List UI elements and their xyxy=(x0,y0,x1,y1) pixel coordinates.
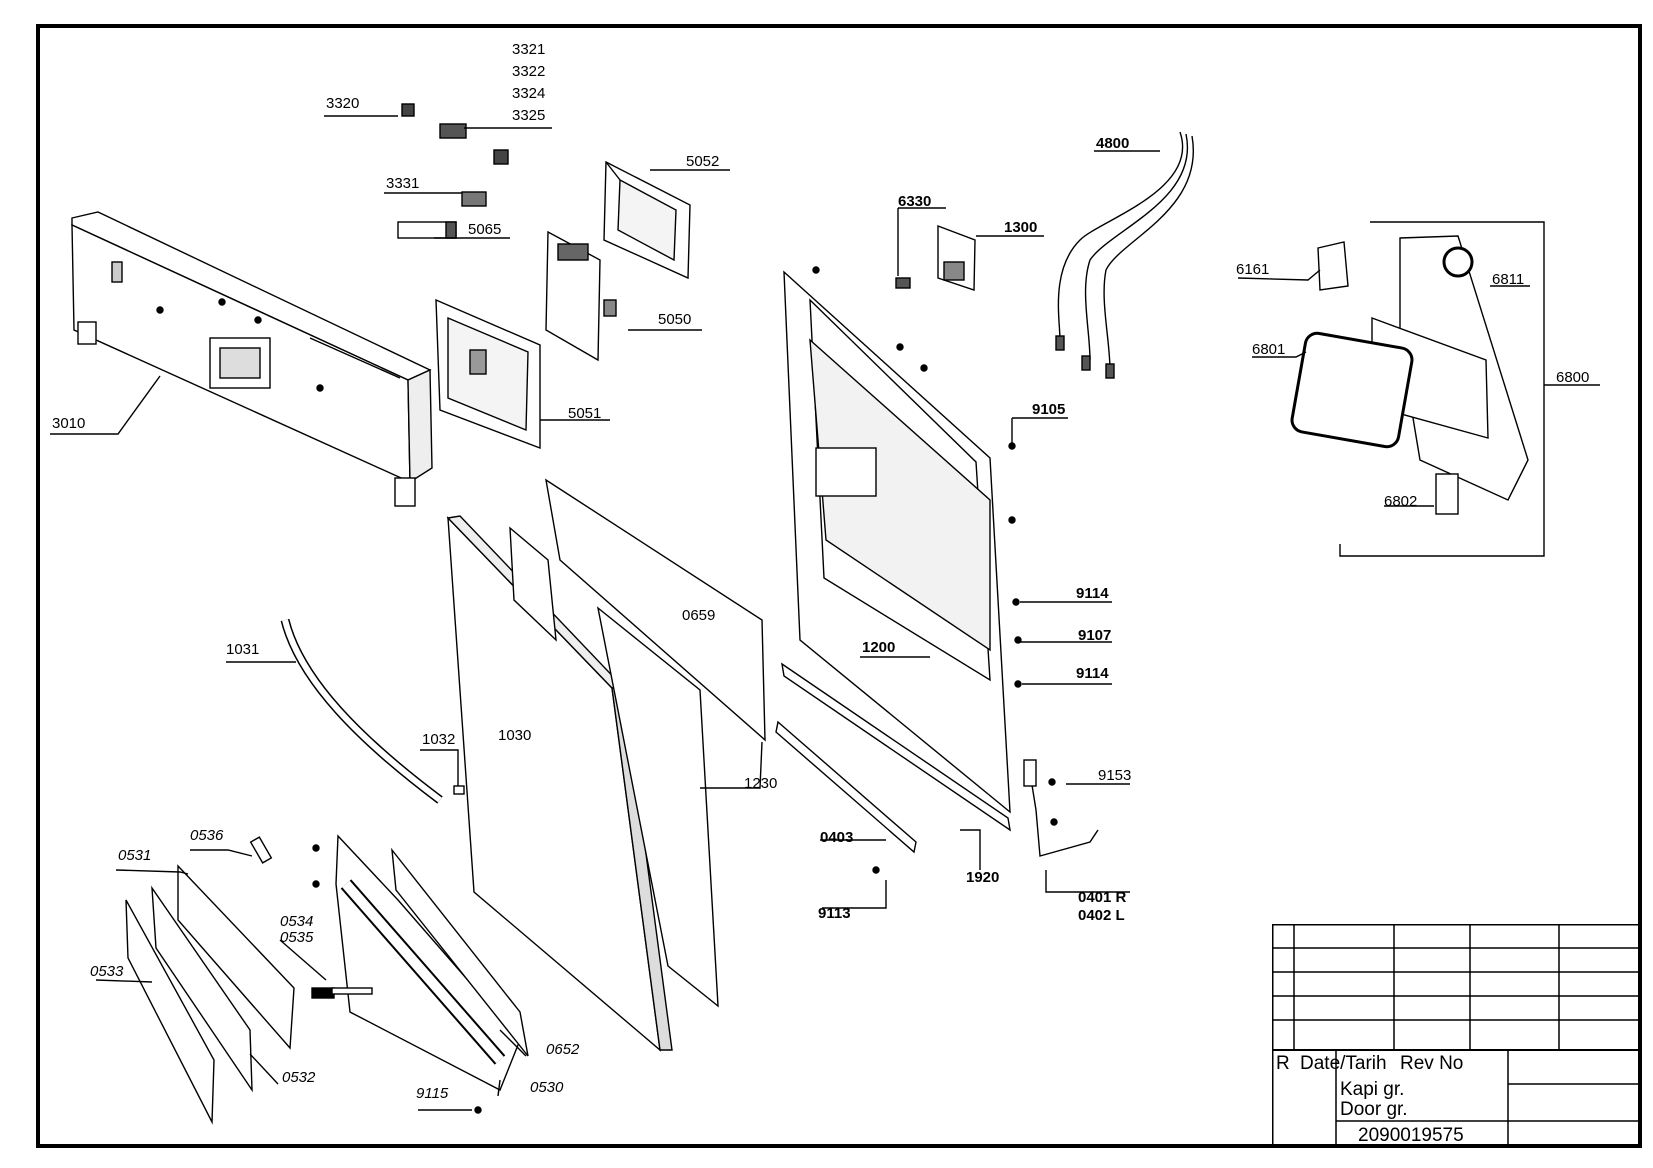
bracket-5052 xyxy=(603,160,691,280)
label-0536: 0536 xyxy=(190,827,224,844)
lower-trim-parts xyxy=(125,834,529,1125)
switch-parts xyxy=(397,103,509,239)
label-3010: 3010 xyxy=(52,415,86,432)
label-9114-upper: 9114 xyxy=(1076,585,1109,602)
title-block-number: 2090019575 xyxy=(1358,1125,1464,1146)
inner-door-1200 xyxy=(783,270,1011,814)
label-1030: 1030 xyxy=(498,727,532,744)
title-block-name-tr: Kapi gr. xyxy=(1340,1079,1405,1100)
label-3320: 3320 xyxy=(326,95,360,112)
title-block-date-label: Date/Tarih xyxy=(1300,1053,1387,1074)
hinge-0401-0402 xyxy=(1023,759,1099,857)
label-1920: 1920 xyxy=(966,869,1000,886)
label-6801: 6801 xyxy=(1252,341,1286,358)
label-3322: 3322 xyxy=(512,63,546,80)
label-1032: 1032 xyxy=(422,731,456,748)
label-3331: 3331 xyxy=(386,175,420,192)
board-holder-5051 xyxy=(435,298,541,450)
label-6811: 6811 xyxy=(1492,271,1525,288)
label-0531: 0531 xyxy=(118,847,152,864)
title-block-name-en: Door gr. xyxy=(1340,1099,1408,1120)
label-0534: 0534 xyxy=(280,913,314,930)
label-0535: 0535 xyxy=(280,929,314,946)
label-6802: 6802 xyxy=(1384,493,1418,510)
control-panel-3010 xyxy=(71,211,433,507)
drawing-border xyxy=(36,24,1642,1148)
label-3321: 3321 xyxy=(512,41,546,58)
label-6330: 6330 xyxy=(898,193,932,210)
label-6161: 6161 xyxy=(1236,261,1270,278)
electronic-board-5050 xyxy=(545,230,617,362)
screws[interactable] xyxy=(312,266,1058,1114)
strips-0403-1920 xyxy=(775,662,1011,854)
inner-panel-1230 xyxy=(509,526,719,1008)
label-9113: 9113 xyxy=(818,905,851,922)
label-5050: 5050 xyxy=(658,311,692,328)
label-1200: 1200 xyxy=(862,639,896,656)
label-0530: 0530 xyxy=(530,1079,564,1096)
label-0533: 0533 xyxy=(90,963,124,980)
hose-1031 xyxy=(280,618,465,804)
label-9114-lower: 9114 xyxy=(1076,665,1109,682)
cable-harness-4800 xyxy=(1055,131,1195,379)
label-1031: 1031 xyxy=(226,641,260,658)
label-1300: 1300 xyxy=(1004,219,1038,236)
label-0652: 0652 xyxy=(546,1041,580,1058)
label-3325: 3325 xyxy=(512,107,546,124)
label-9153: 9153 xyxy=(1098,767,1132,784)
label-3324: 3324 xyxy=(512,85,546,102)
label-9107: 9107 xyxy=(1078,627,1112,644)
label-1230: 1230 xyxy=(744,775,778,792)
label-0402-l: 0402 L xyxy=(1078,907,1125,924)
label-9105: 9105 xyxy=(1032,401,1066,418)
label-0403: 0403 xyxy=(820,829,854,846)
label-9115: 9115 xyxy=(416,1085,449,1102)
label-0401-r: 0401 R xyxy=(1078,889,1127,906)
label-6800: 6800 xyxy=(1556,369,1590,386)
lock-parts-6330-1300 xyxy=(895,224,976,291)
label-0659: 0659 xyxy=(682,607,716,624)
title-block-grid xyxy=(1272,924,1642,1148)
title-block-rev-label: Rev No xyxy=(1400,1053,1464,1074)
label-4800: 4800 xyxy=(1096,135,1130,152)
label-5052: 5052 xyxy=(686,153,720,170)
label-5051: 5051 xyxy=(568,405,602,422)
label-0532: 0532 xyxy=(282,1069,316,1086)
leader-lines xyxy=(50,115,1600,1111)
title-block-r: R xyxy=(1276,1053,1290,1074)
title-block: R Date/Tarih Rev No Kapi gr. Door gr. 20… xyxy=(1272,924,1642,1148)
label-5065: 5065 xyxy=(468,221,502,238)
dispenser-6800 xyxy=(1290,221,1545,557)
insulation-sheet-0659 xyxy=(545,478,766,742)
